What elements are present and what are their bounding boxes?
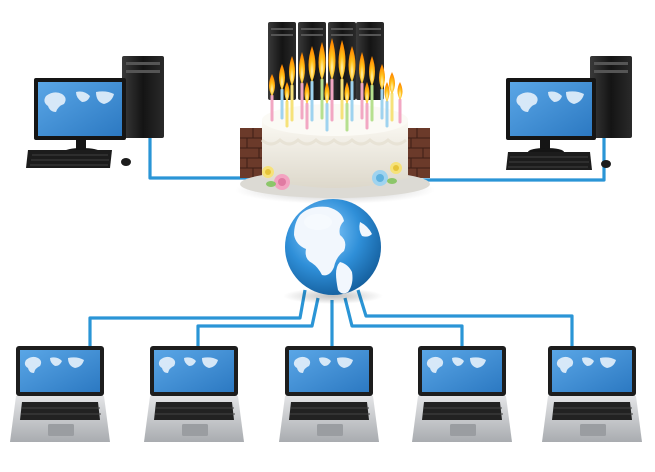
laptop-icon xyxy=(10,346,110,442)
birthday-cake-icon xyxy=(235,38,435,204)
cable-laptop-4 xyxy=(343,297,464,352)
cable-left-desktop xyxy=(148,128,250,180)
cable-laptop-2 xyxy=(196,297,320,352)
frosting-rose-icon xyxy=(390,162,402,174)
server-towers xyxy=(268,22,384,100)
desktop-computer-icon xyxy=(26,56,164,168)
laptop-icon xyxy=(412,346,512,442)
cable-right-desktop xyxy=(420,128,606,182)
frosting-rose-icon xyxy=(372,170,397,186)
brick-pillar-right xyxy=(404,128,430,178)
frosting-rose-icon xyxy=(266,174,290,190)
frosting-rose-icon xyxy=(262,166,274,178)
network-cables xyxy=(88,128,606,352)
laptop-icon xyxy=(279,346,379,442)
brick-pillar-left xyxy=(240,128,266,178)
cable-laptop-5 xyxy=(356,289,574,352)
globe-icon xyxy=(283,199,383,304)
laptops xyxy=(10,346,642,442)
candles xyxy=(270,78,402,132)
laptop-icon xyxy=(542,346,642,442)
candle-flame-icon xyxy=(269,38,403,104)
desktop-computer-icon xyxy=(506,56,632,170)
cable-laptop-1 xyxy=(88,289,307,352)
server-tower-icon xyxy=(268,22,296,100)
laptop-icon xyxy=(144,346,244,442)
